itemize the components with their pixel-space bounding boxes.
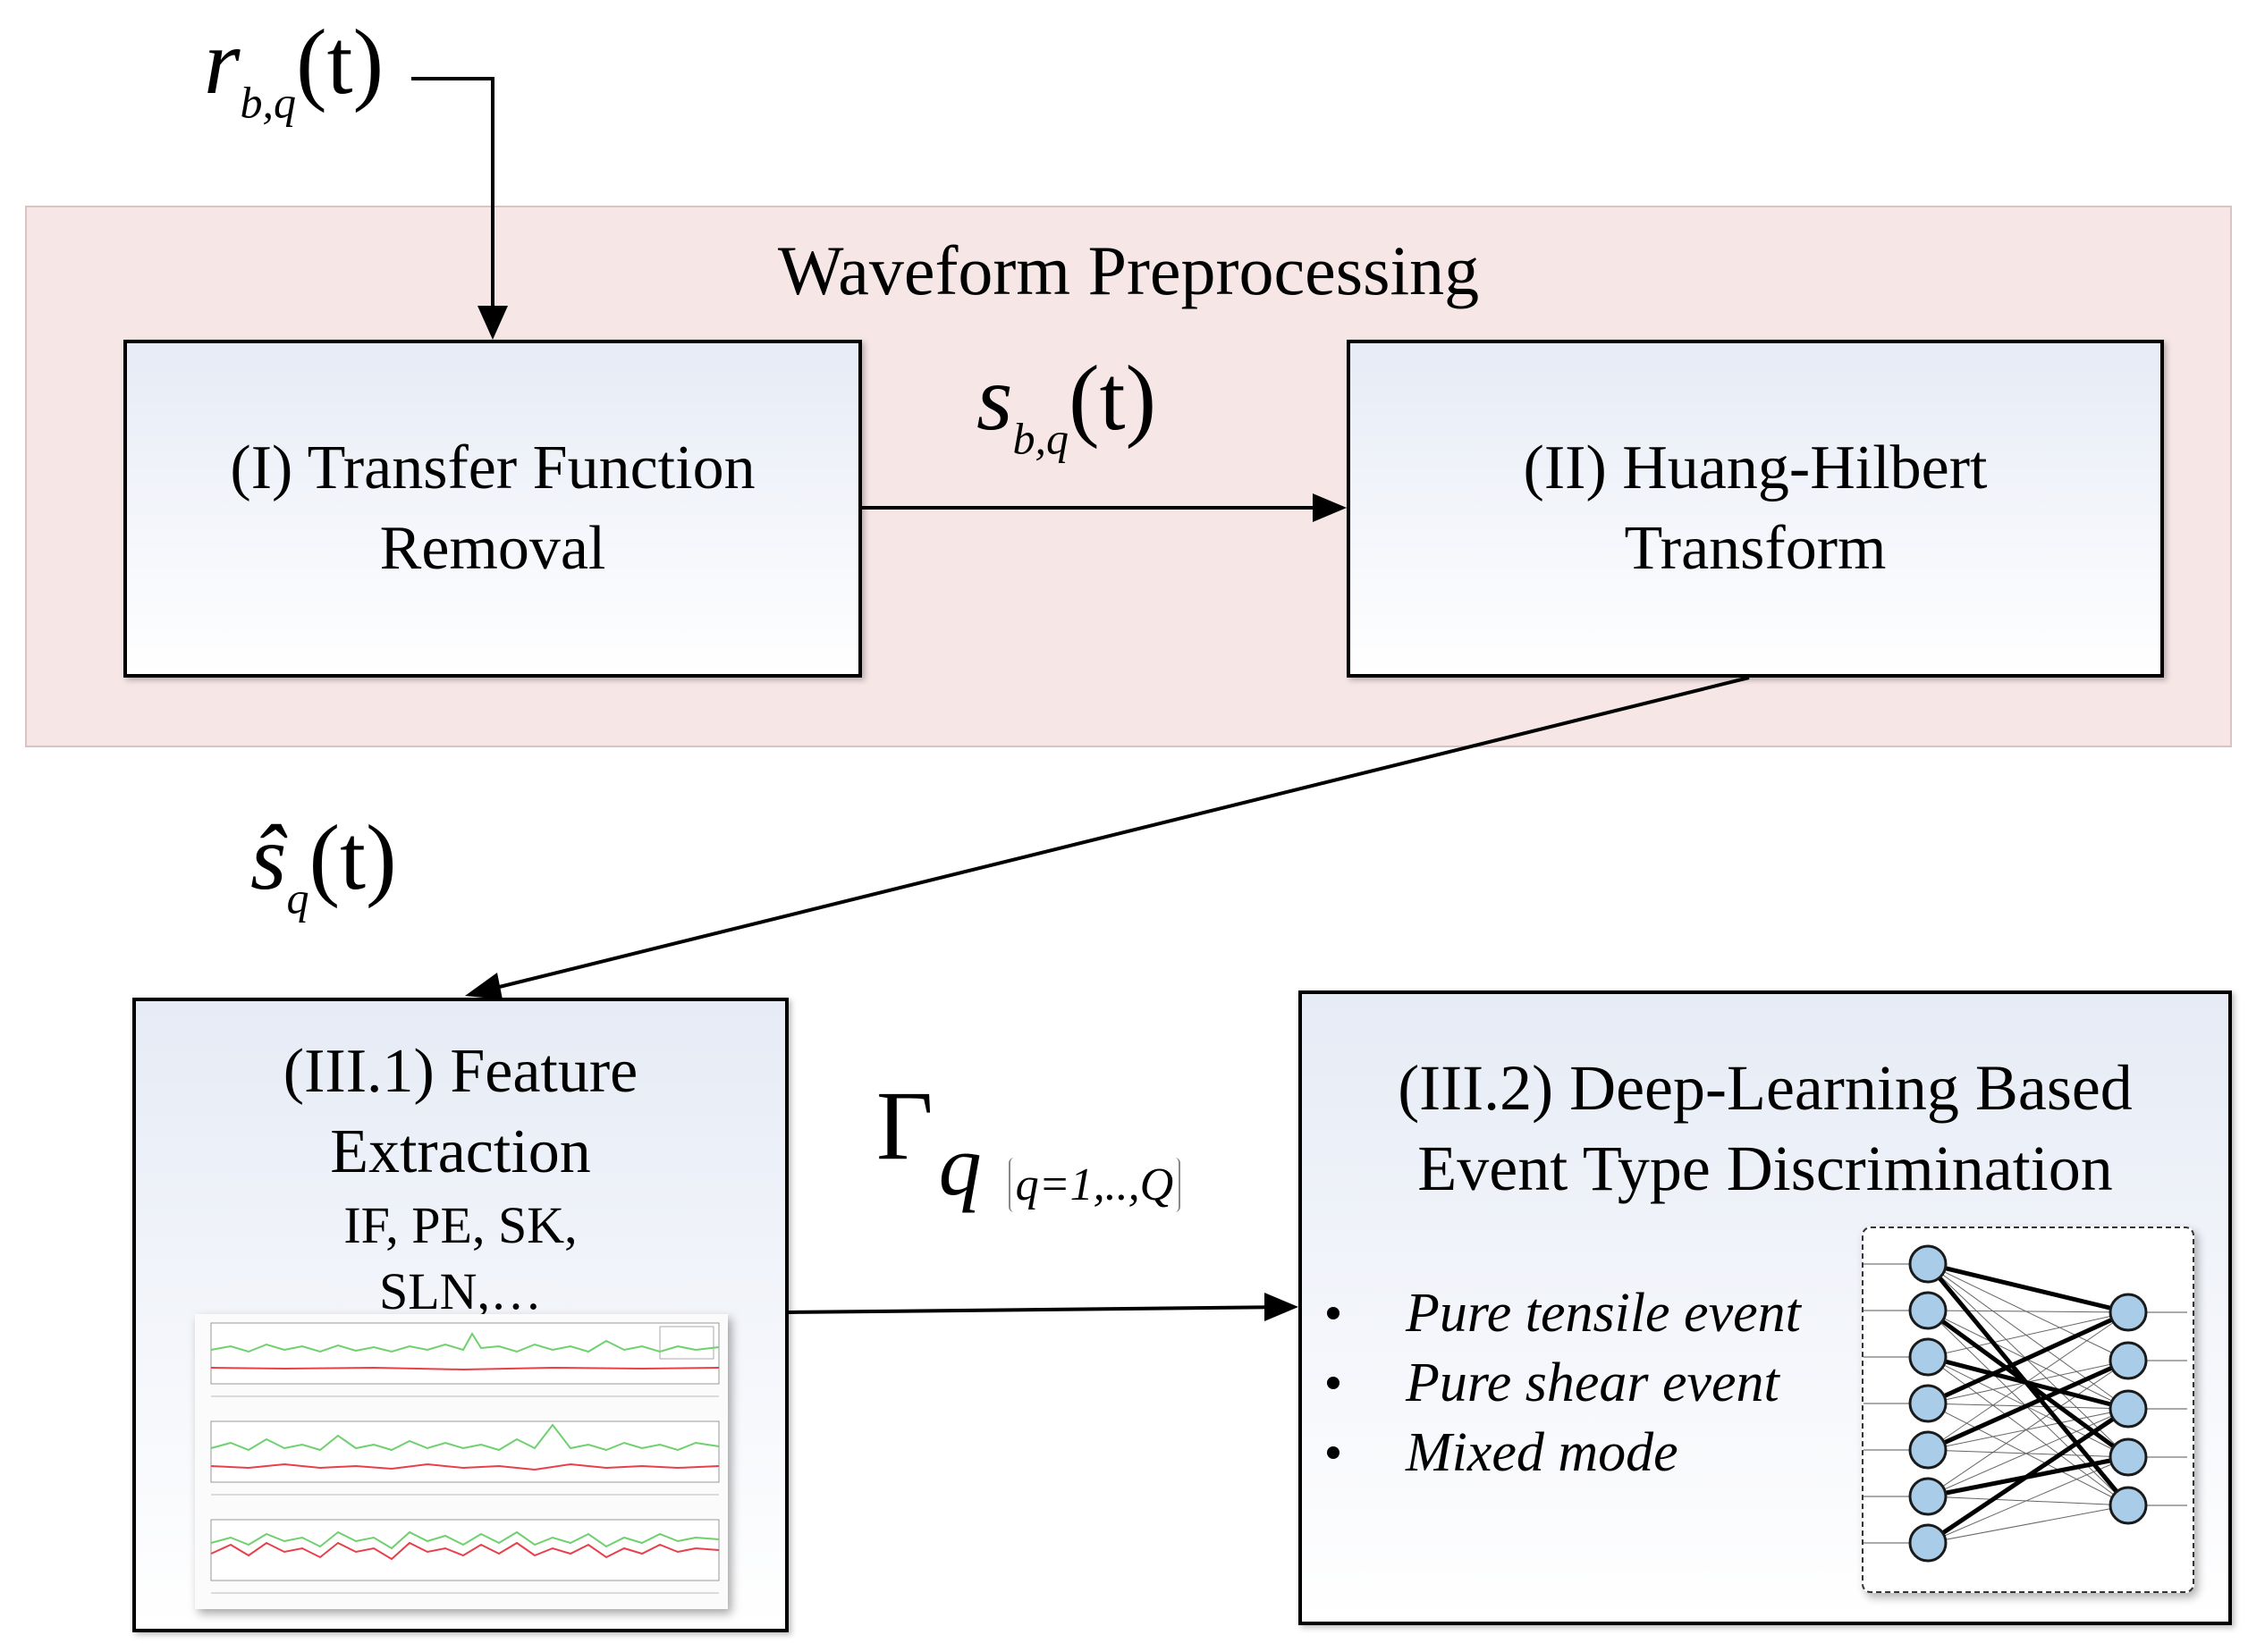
r-subscript: b,q [240,77,296,128]
bullet-icon [1327,1307,1340,1319]
s-hat-q-t-label: ŝq(t) [250,805,397,921]
box1-line2: Removal [379,514,606,583]
arrowhead-box3 [465,973,503,999]
huang-hilbert-box: (II) Huang-Hilbert Transform [1347,340,2164,678]
feature-plot-image [210,1322,720,1594]
neural-network-thumbnail [1862,1226,2194,1593]
box2-line1: (II) Huang-Hilbert [1523,434,1988,502]
r-argument: (t) [295,11,385,114]
feature-plot-thumbnail [195,1314,728,1609]
list-item: Mixed mode [1314,1418,1801,1488]
neural-network-image [1863,1244,2187,1563]
event-type-label: Mixed mode [1406,1422,1678,1483]
box3-line2: Extraction [330,1117,591,1186]
r-bq-t-label: rb,q(t) [204,9,385,125]
arrowhead-box2 [1313,493,1347,522]
arrow-input-to-box1 [411,77,494,334]
gamma-symbol: Γ [876,1071,934,1180]
box4-line2: Event Type Discrimination [1417,1133,2113,1204]
gamma-subscript: q [938,1117,982,1213]
arrow-box3-to-box4 [788,1305,1294,1314]
box3-line3: IF, PE, SK, [343,1196,578,1254]
s-subscript: b,q [1012,413,1069,464]
s-symbol: s [976,347,1013,450]
bullet-icon [1327,1377,1340,1389]
event-type-list: Pure tensile event Pure shear event Mixe… [1314,1278,1801,1488]
s-hat-argument: (t) [308,806,397,909]
transfer-function-box: (I) Transfer Function Removal [123,340,862,678]
arrowhead-box4 [1264,1293,1298,1321]
event-type-label: Pure tensile event [1406,1283,1801,1344]
s-bq-t-label: sb,q(t) [976,345,1157,461]
bullet-icon [1327,1446,1340,1459]
gamma-range-text: q=1,..,Q [1015,1159,1174,1210]
box3-line4: SLN,… [378,1262,543,1320]
gamma-range: q=1,..,Q [1008,1158,1181,1212]
arrow-box2-to-box3 [469,676,1750,996]
list-item: Pure tensile event [1314,1278,1801,1348]
s-hat-subscript: q [286,872,309,923]
box4-line1: (III.2) Deep-Learning Based [1398,1052,2133,1124]
gamma-q-label: Γq q=1,..,Q [876,1069,1181,1213]
box1-line1: (I) Transfer Function [230,434,756,502]
s-hat-symbol: ŝ [250,806,287,909]
s-argument: (t) [1068,347,1157,450]
box3-line1: (III.1) Feature [283,1037,638,1106]
list-item: Pure shear event [1314,1348,1801,1418]
arrowhead-input [477,306,508,340]
group-title: Waveform Preprocessing [777,232,1480,309]
box2-line2: Transform [1624,514,1887,583]
r-symbol: r [204,11,241,114]
event-type-label: Pure shear event [1406,1353,1779,1413]
